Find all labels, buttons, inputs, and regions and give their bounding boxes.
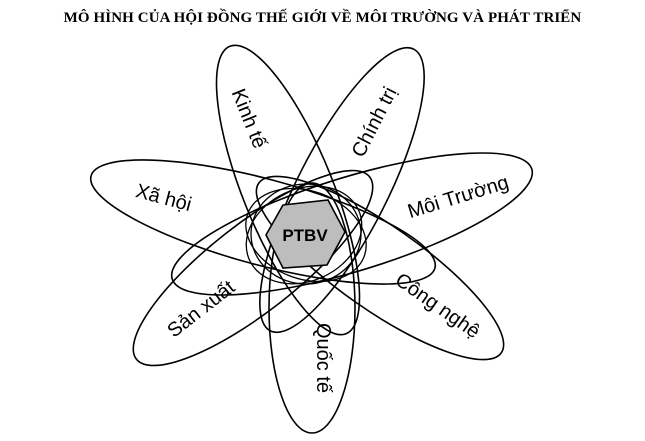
center-label: PTBV <box>282 226 328 245</box>
petal-ellipse-xa-hoi <box>89 159 437 285</box>
center-rings <box>245 183 367 285</box>
petal-ellipse-kinh-te <box>215 44 361 336</box>
petal-label-quoc-te: Quốc tế <box>312 323 334 393</box>
petal-ellipse-quoc-te <box>268 182 356 434</box>
petal-ellipse-moi-truong <box>170 152 534 296</box>
petal-label-moi-truong: Môi Trường <box>405 171 511 223</box>
petal-label-san-xuat: Sản xuất <box>163 276 239 342</box>
petal-label-kinh-te: Kinh tế <box>227 86 271 152</box>
center-hexagon <box>265 199 346 269</box>
diagram-title: MÔ HÌNH CỦA HỘI ĐỒNG THẾ GIỚI VỀ MÔI TRƯ… <box>63 10 582 26</box>
petal-label-chinh-tri: Chính trị <box>348 84 402 161</box>
petal-label-xa-hoi: Xã hội <box>133 180 193 216</box>
petal-ellipse-san-xuat <box>132 169 374 367</box>
petal-ellipse-cong-nghe <box>255 175 505 361</box>
